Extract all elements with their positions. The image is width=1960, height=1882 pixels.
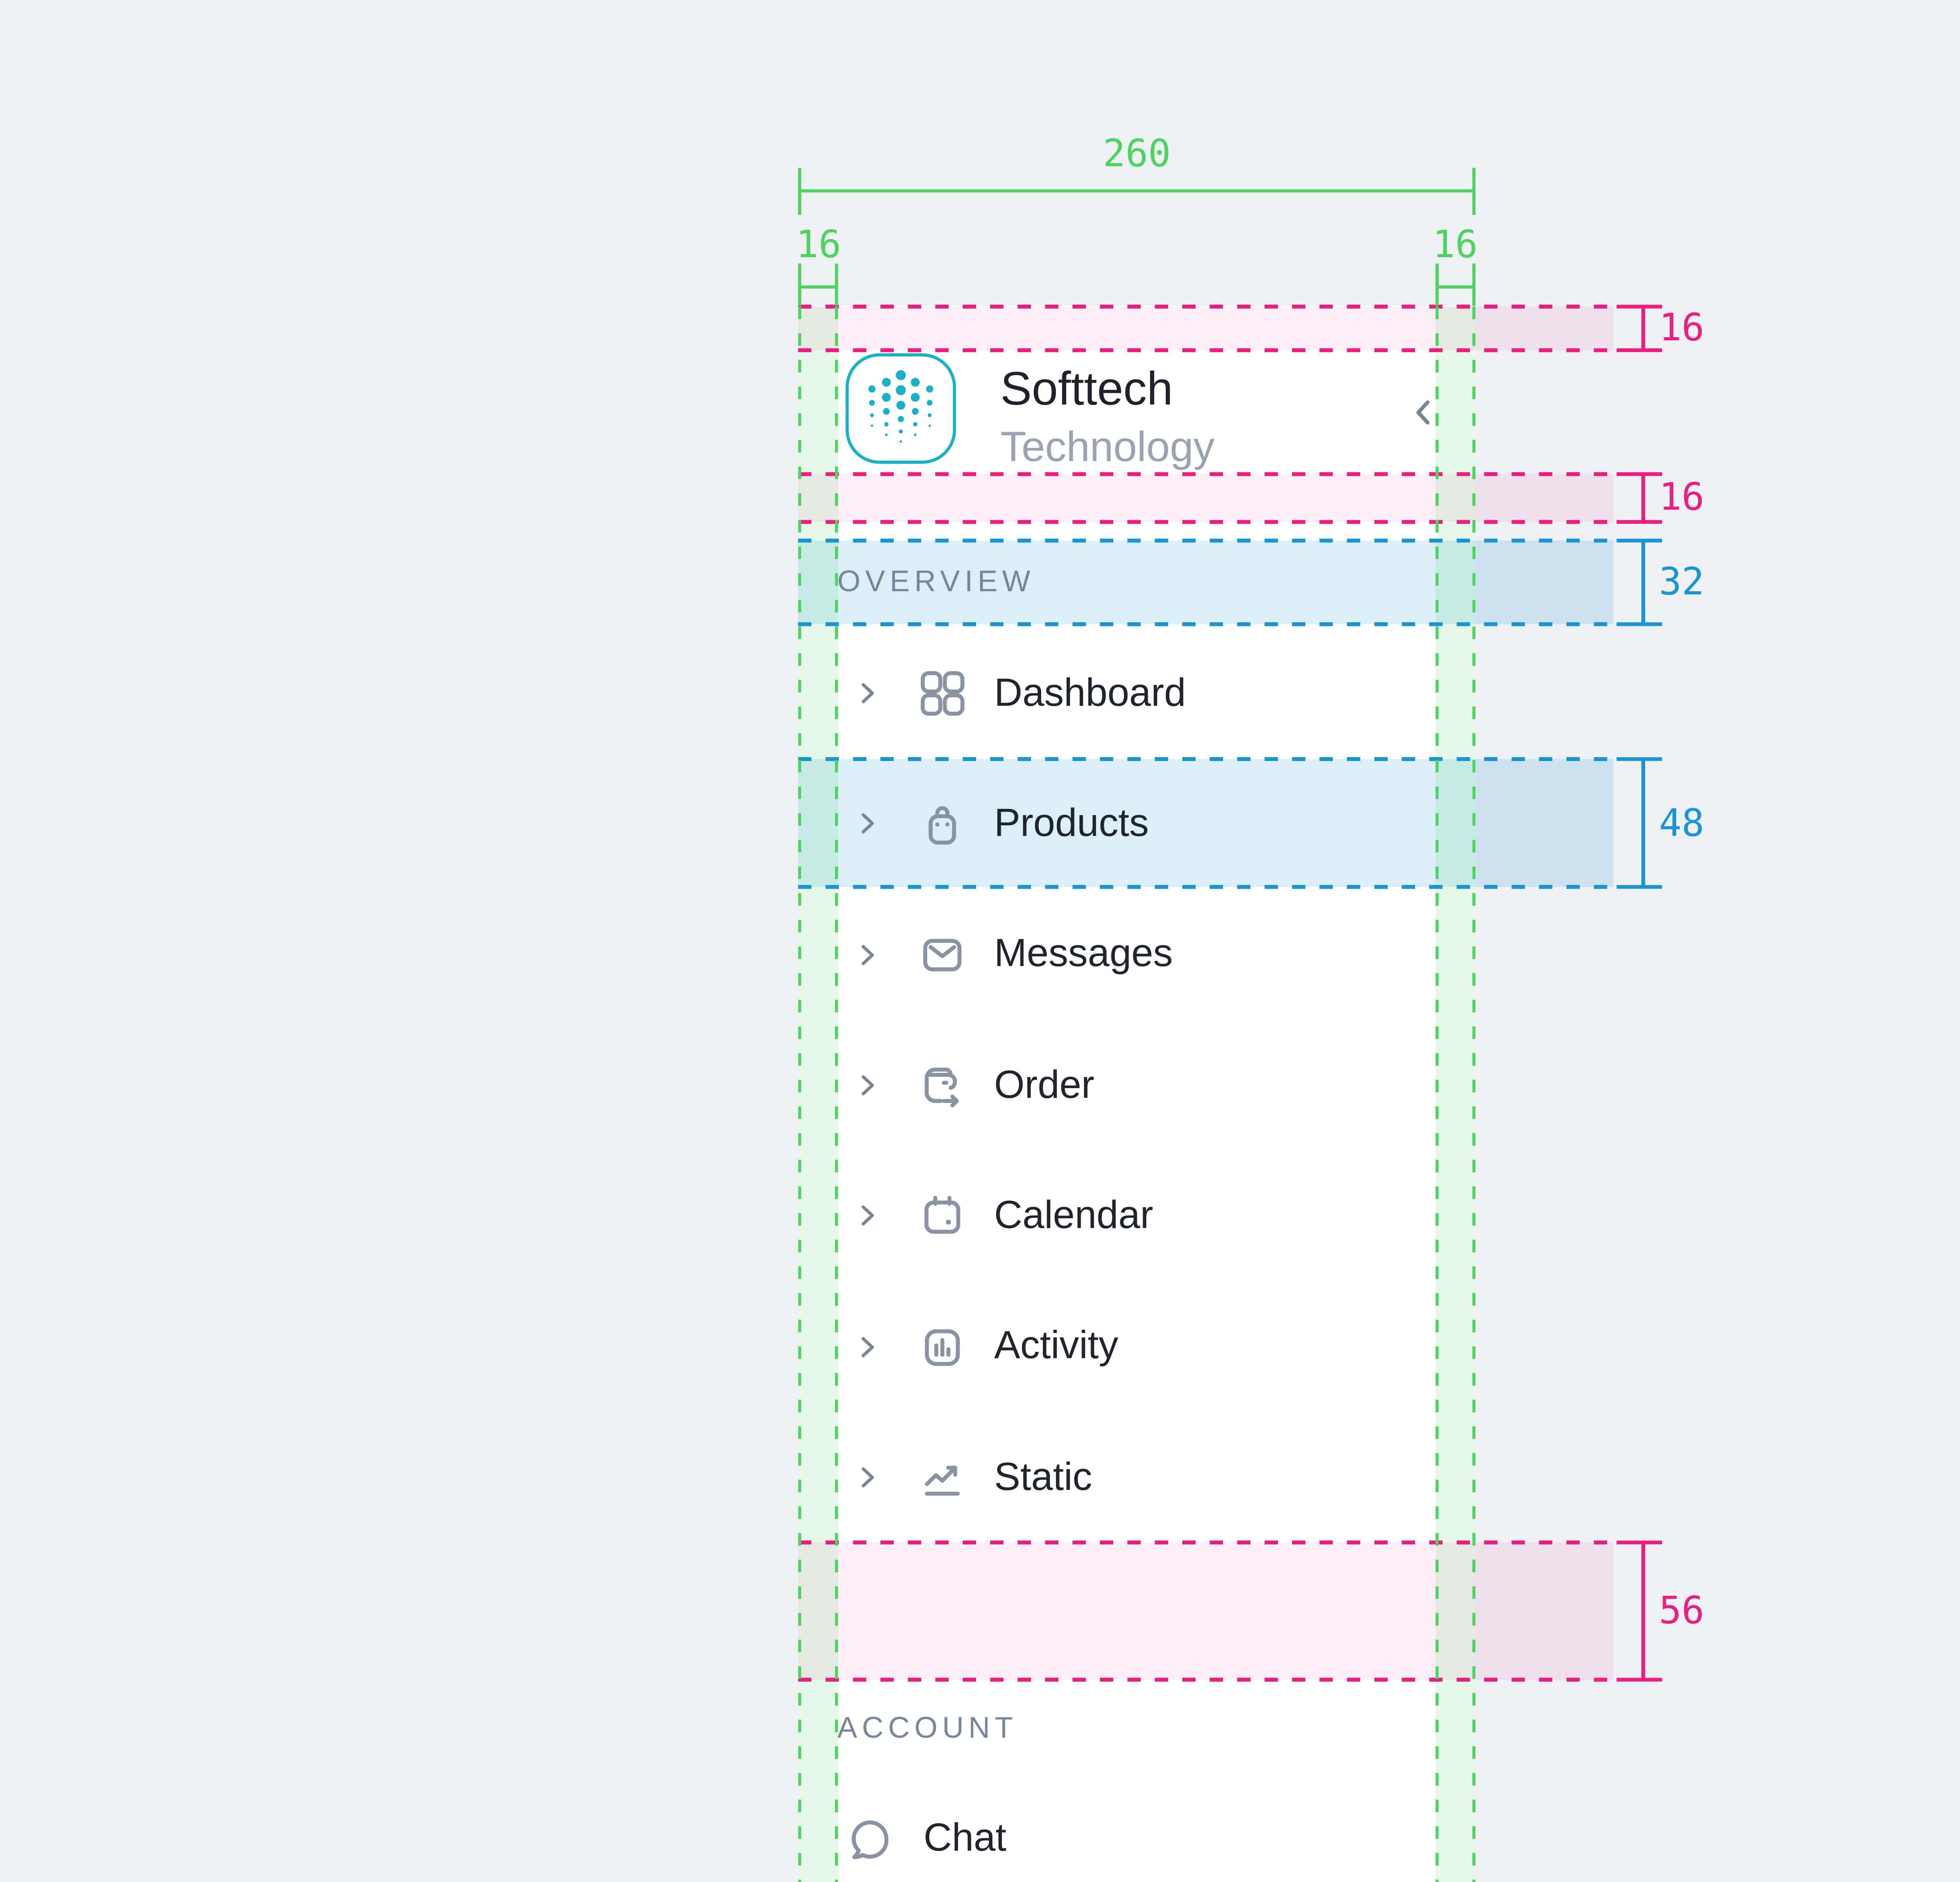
- left-margin-guide: [798, 307, 838, 1882]
- section-gap-label: 56: [1659, 1589, 1704, 1633]
- sidebar-item-chat[interactable]: Chat: [798, 1773, 1475, 1882]
- sidebar-item-label: Messages: [994, 932, 1173, 976]
- sidebar-item-dashboard[interactable]: Dashboard: [798, 627, 1475, 759]
- padding-top-label: 16: [1659, 306, 1704, 350]
- section-label-overview: OVERVIEW: [837, 566, 1035, 599]
- sidebar-item-label: Activity: [994, 1324, 1118, 1368]
- calendar-icon: [924, 1196, 960, 1234]
- brand-logo dot-burst-icon[interactable]: [844, 350, 958, 467]
- section-label-height-label: 32: [1659, 560, 1704, 604]
- sidebar-item-products[interactable]: Products: [798, 758, 1475, 889]
- width-dimension-label: 260: [1103, 132, 1171, 176]
- chevron-right-icon: [862, 1337, 874, 1357]
- chat-bubble-icon: [851, 1820, 889, 1858]
- item-height-label: 48: [1659, 801, 1704, 845]
- chevron-right-icon: [862, 683, 874, 703]
- margin-right-label: 16: [1432, 223, 1478, 267]
- brand-name: Softtech: [1000, 364, 1173, 416]
- shopping-bag-icon: [929, 806, 956, 845]
- chevron-right-icon: [862, 813, 874, 834]
- sidebar-item-label: Products: [994, 801, 1149, 845]
- trend-up-icon: [925, 1466, 960, 1496]
- sidebar-item-label: Chat: [924, 1816, 1007, 1860]
- bar-chart-icon: [925, 1329, 960, 1366]
- sidebar-item-static[interactable]: Static: [798, 1412, 1475, 1543]
- wallet-arrow-icon: [924, 1067, 959, 1108]
- sidebar-item-label: Calendar: [994, 1193, 1153, 1237]
- brand-tagline: Technology: [1000, 423, 1215, 470]
- section-gap-band: [798, 1542, 1613, 1680]
- chevron-right-icon: [862, 1206, 874, 1226]
- chevron-right-icon: [862, 1075, 874, 1095]
- sidebar-item-label: Dashboard: [994, 670, 1186, 714]
- padding-bottom-label: 16: [1659, 475, 1704, 519]
- section-label-band: [798, 540, 1613, 624]
- margin-left-label: 16: [796, 223, 841, 267]
- sidebar-item-label: Static: [994, 1455, 1093, 1499]
- sidebar-item-calendar[interactable]: Calendar: [798, 1150, 1475, 1282]
- sidebar-item-label: Order: [994, 1063, 1094, 1106]
- padding-top-band: [798, 307, 1613, 351]
- section-label-account: ACCOUNT: [837, 1713, 1018, 1746]
- padding-bottom-band: [798, 474, 1613, 522]
- item-height-band: [798, 759, 1613, 887]
- right-margin-guide: [1436, 307, 1475, 1882]
- grid-icon: [920, 671, 965, 716]
- sidebar-item-order[interactable]: Order: [798, 1019, 1475, 1151]
- chevron-right-icon: [862, 944, 874, 965]
- sidebar-collapse-button chevron-left-icon[interactable]: [1405, 394, 1443, 431]
- mail-icon: [923, 938, 962, 971]
- sidebar-item-activity[interactable]: Activity: [798, 1281, 1475, 1413]
- sidebar-item-messages[interactable]: Messages: [798, 888, 1475, 1020]
- chevron-right-icon: [862, 1467, 874, 1488]
- sidebar: [798, 306, 1475, 1882]
